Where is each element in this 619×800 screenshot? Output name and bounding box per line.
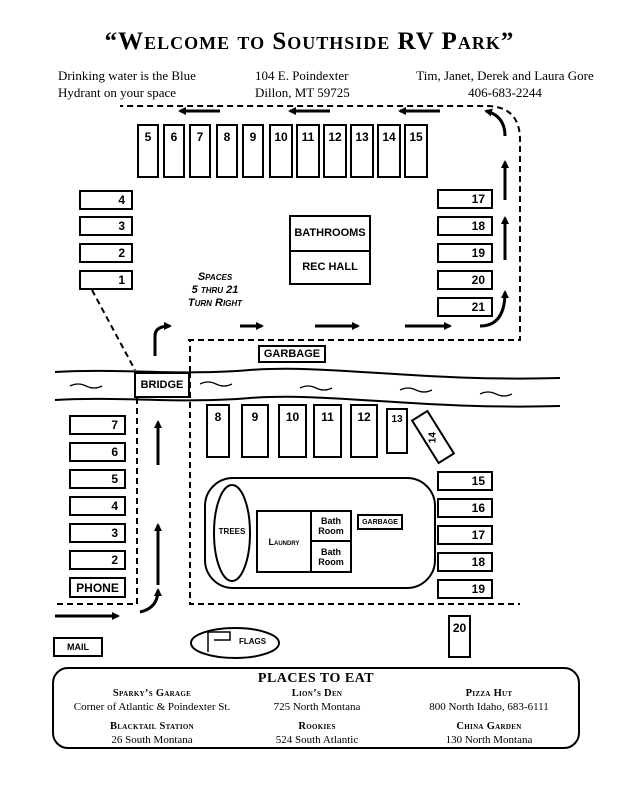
space-lower-14-label: 14 [427, 431, 439, 443]
bath-room-2: Bath Room [310, 540, 352, 573]
space-upper-left-3: 3 [79, 216, 133, 236]
address-line2: Dillon, MT 59725 [255, 85, 350, 100]
center-island [204, 477, 436, 589]
flags-area [190, 627, 280, 659]
lower-road-boundary [189, 340, 520, 605]
space-lower-left-3: 3 [69, 523, 126, 543]
bath-room-1: Bath Room [310, 510, 352, 542]
water-note-line2: Hydrant on your space [58, 85, 177, 100]
space-upper-top-10: 10 [269, 124, 293, 178]
space-lower-13: 13 [386, 408, 408, 454]
restaurant-address: 725 North Montana [273, 701, 361, 713]
address-line1: 104 E. Poindexter [255, 68, 349, 83]
space-upper-left-4: 4 [79, 190, 133, 210]
turn-right-note: Spaces 5 thru 21 Turn Right [170, 271, 260, 310]
space-lower-left-2: 2 [69, 550, 126, 570]
space-upper-right-18: 18 [437, 216, 493, 236]
space-lower-right-15: 15 [437, 471, 493, 491]
turn-right-note-line2: 5 thru 21 [191, 284, 239, 296]
turn-right-note-line1: Spaces [197, 271, 233, 283]
space-upper-right-21: 21 [437, 297, 493, 317]
park-address: 104 E. Poindexter Dillon, MT 59725 [255, 67, 350, 101]
restaurant-name: Blacktail Station [110, 721, 194, 732]
restaurant-address: Corner of Atlantic & Poindexter St. [73, 701, 231, 713]
space-upper-right-20: 20 [437, 270, 493, 290]
left-boundary-lower [55, 398, 138, 605]
space-upper-right-19: 19 [437, 243, 493, 263]
space-upper-right-17: 17 [437, 189, 493, 209]
river [54, 367, 561, 380]
restaurant-name: Sparky’s Garage [112, 688, 192, 699]
rec-hall-label: REC HALL [302, 261, 358, 274]
restaurant-name: Rookies [298, 721, 336, 732]
places-to-eat-panel: PLACES TO EAT Sparky’s Garage Corner of … [52, 667, 580, 749]
space-lower-mid-12: 12 [350, 404, 378, 458]
turn-right-note-line3: Turn Right [187, 297, 243, 309]
space-lower-left-5: 5 [69, 469, 126, 489]
space-upper-left-1: 1 [79, 270, 133, 290]
places-to-eat-title: PLACES TO EAT [257, 671, 375, 686]
space-lower-mid-8: 8 [206, 404, 230, 458]
space-upper-left-2: 2 [79, 243, 133, 263]
space-upper-top-11: 11 [296, 124, 320, 178]
bridge-label: BRIDGE [134, 372, 190, 398]
space-upper-top-14: 14 [377, 124, 401, 178]
flags-label: FLAGS [239, 637, 267, 646]
bathrooms-label: BATHROOMS [291, 217, 369, 252]
restaurant-address: 26 South Montana [111, 734, 193, 746]
restaurant-address: 524 South Atlantic [275, 734, 359, 746]
space-upper-top-15: 15 [404, 124, 428, 178]
space-lower-left-6: 6 [69, 442, 126, 462]
water-note: Drinking water is the Blue Hydrant on yo… [58, 67, 196, 101]
upper-road-boundary [120, 105, 521, 341]
trees-label: TREES [218, 527, 246, 536]
garbage-small-label: GARBAGE [357, 514, 403, 530]
space-lower-mid-11: 11 [313, 404, 342, 458]
space-upper-top-5: 5 [137, 124, 159, 178]
mail-label: MAIL [53, 637, 103, 657]
left-boundary-upper [91, 289, 136, 371]
space-upper-top-8: 8 [216, 124, 238, 178]
space-lower-left-7: 7 [69, 415, 126, 435]
space-lower-right-19: 19 [437, 579, 493, 599]
space-lower-mid-10: 10 [278, 404, 307, 458]
restaurant-address: 130 North Montana [445, 734, 533, 746]
owners-contact: Tim, Janet, Derek and Laura Gore 406-683… [410, 67, 600, 101]
restaurant-name: Pizza Hut [465, 688, 513, 699]
space-upper-top-13: 13 [350, 124, 374, 178]
bathrooms-rec-hall-building: BATHROOMS REC HALL [289, 215, 371, 285]
trees-area [213, 484, 251, 582]
garbage-label: GARBAGE [258, 345, 326, 363]
space-lower-mid-9: 9 [241, 404, 269, 458]
space-upper-top-9: 9 [242, 124, 264, 178]
laundry-label: Laundry [256, 510, 312, 573]
page-title: “Welcome to Southside RV Park” [104, 28, 515, 55]
phone-label: PHONE [69, 577, 126, 598]
restaurant-name: China Garden [456, 721, 522, 732]
water-note-line1: Drinking water is the Blue [58, 68, 196, 83]
space-lower-right-17: 17 [437, 525, 493, 545]
space-lower-right-16: 16 [437, 498, 493, 518]
restaurant-name: Lion’s Den [291, 688, 343, 699]
space-upper-top-7: 7 [189, 124, 211, 178]
space-lower-left-4: 4 [69, 496, 126, 516]
restaurant-address: 800 North Idaho, 683-6111 [429, 701, 549, 713]
space-20: 20 [448, 615, 471, 658]
owners-names: Tim, Janet, Derek and Laura Gore [416, 68, 594, 83]
space-upper-top-12: 12 [323, 124, 347, 178]
space-lower-right-18: 18 [437, 552, 493, 572]
space-upper-top-6: 6 [163, 124, 185, 178]
owners-phone: 406-683-2244 [468, 85, 542, 100]
